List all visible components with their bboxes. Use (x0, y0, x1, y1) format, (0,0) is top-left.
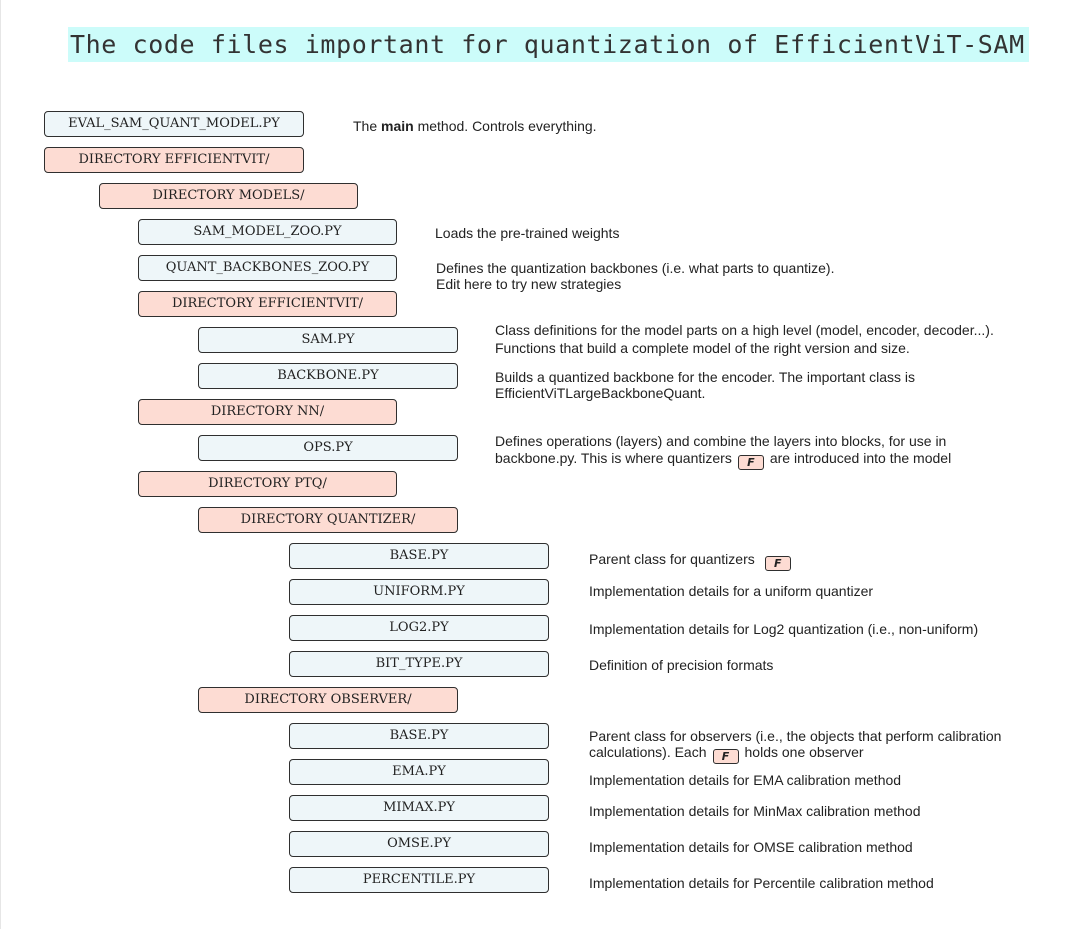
desc-sam-model-zoo: Loads the pre-trained weights (435, 225, 620, 241)
desc-eval-sam-quant-model: The main method. Controls everything. (353, 118, 597, 134)
directory-quantizer[interactable]: DIRECTORY QUANTIZER/ (198, 507, 458, 533)
desc-ops-line2-after: are introduced into the model (769, 450, 952, 466)
directory-efficientvit-top[interactable]: DIRECTORY EFFICIENTVIT/ (44, 147, 304, 173)
desc-eval-text-before: The (353, 118, 382, 134)
file-sam-model-zoo[interactable]: SAM_MODEL_ZOO.PY (138, 219, 397, 245)
desc-sam-line2: Functions that build a complete model of… (495, 340, 910, 356)
desc-quant-backbones-zoo-line2: Edit here to try new strategies (436, 276, 622, 292)
file-quantizer-base[interactable]: BASE.PY (289, 543, 549, 569)
file-uniform[interactable]: UNIFORM.PY (289, 579, 549, 605)
desc-ops-line2-before: backbone.py. This is where quantizers (495, 450, 732, 466)
file-bit-type[interactable]: BIT_TYPE.PY (289, 651, 549, 677)
desc-quantizer-base-text: Parent class for quantizers (589, 551, 755, 567)
desc-ema: Implementation details for EMA calibrati… (589, 772, 902, 788)
file-backbone[interactable]: BACKBONE.PY (198, 363, 458, 389)
fake-quant-badge-icon: F (712, 749, 739, 764)
desc-log2: Implementation details for Log2 quantiza… (589, 621, 979, 637)
desc-quant-backbones-zoo-line1: Defines the quantization backbones (i.e.… (436, 260, 835, 276)
canvas-left-edge (0, 0, 1, 929)
file-mimax[interactable]: MIMAX.PY (289, 795, 549, 821)
desc-percentile: Implementation details for Percentile ca… (589, 875, 934, 891)
file-eval-sam-quant-model[interactable]: EVAL_SAM_QUANT_MODEL.PY (44, 111, 304, 137)
desc-omse: Implementation details for OMSE calibrat… (589, 839, 913, 855)
desc-observer-base-line2-before: calculations). Each (589, 744, 707, 760)
file-sam[interactable]: SAM.PY (198, 327, 458, 353)
desc-backbone-line2: EfficientViTLargeBackboneQuant. (495, 385, 706, 401)
fake-quant-badge-icon: F (764, 556, 791, 571)
directory-nn[interactable]: DIRECTORY NN/ (138, 399, 397, 425)
desc-backbone-line1: Builds a quantized backbone for the enco… (495, 369, 915, 385)
desc-uniform: Implementation details for a uniform qua… (589, 583, 874, 599)
desc-quantizer-base: Parent class for quantizers F (589, 551, 797, 571)
desc-observer-base-line2-after: holds one observer (744, 744, 864, 760)
directory-observer[interactable]: DIRECTORY OBSERVER/ (198, 687, 458, 713)
diagram-title: The code files important for quantizatio… (68, 27, 1029, 62)
directory-ptq[interactable]: DIRECTORY PTQ/ (138, 471, 397, 497)
desc-mimax: Implementation details for MinMax calibr… (589, 803, 921, 819)
desc-sam-line1: Class definitions for the model parts on… (495, 322, 994, 338)
file-ops[interactable]: OPS.PY (198, 435, 458, 461)
desc-ops-line1: Defines operations (layers) and combine … (495, 433, 947, 449)
file-percentile[interactable]: PERCENTILE.PY (289, 867, 549, 893)
desc-observer-base-line1: Parent class for observers (i.e., the ob… (589, 728, 1002, 744)
file-omse[interactable]: OMSE.PY (289, 831, 549, 857)
desc-bit-type: Definition of precision formats (589, 657, 774, 673)
file-quant-backbones-zoo[interactable]: QUANT_BACKBONES_ZOO.PY (138, 255, 397, 281)
file-observer-base[interactable]: BASE.PY (289, 723, 549, 749)
directory-efficientvit-inner[interactable]: DIRECTORY EFFICIENTVIT/ (138, 291, 397, 317)
file-log2[interactable]: LOG2.PY (289, 615, 549, 641)
fake-quant-badge-icon: F (737, 455, 764, 470)
file-ema[interactable]: EMA.PY (289, 759, 549, 785)
directory-models[interactable]: DIRECTORY MODELS/ (99, 183, 358, 209)
desc-eval-text-after: method. Controls everything. (413, 118, 597, 134)
desc-eval-text-bold: main (381, 118, 414, 134)
